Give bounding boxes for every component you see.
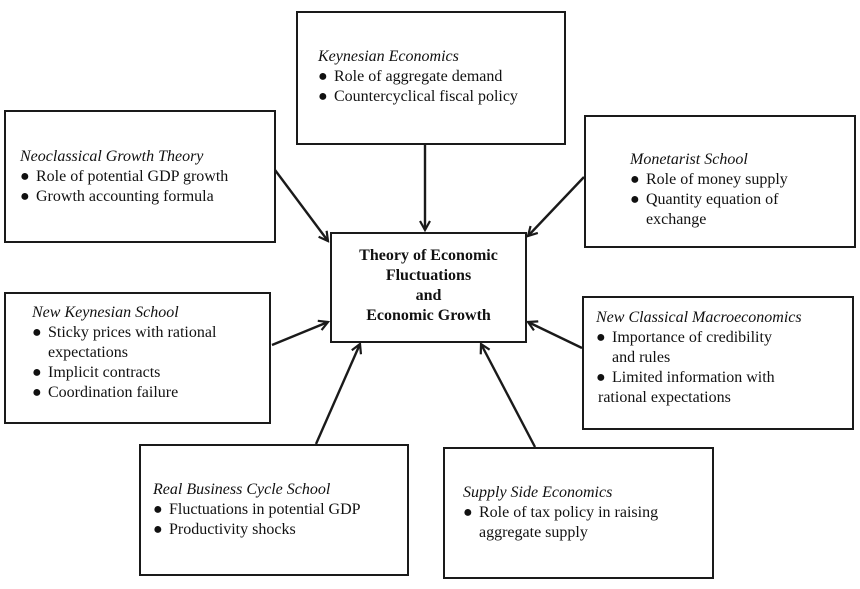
monetarist-school-box: Monetarist School ●Role of money supply … [584,115,856,248]
bullet-icon: ● [32,324,42,341]
list-item: ●Coordination failure [32,384,179,401]
center-line: and [415,287,442,304]
list-item: ●Growth accounting formula [20,188,214,205]
bullet-icon: ● [630,191,640,208]
bullet-icon: ● [153,501,163,518]
box-title: Keynesian Economics [318,48,459,65]
supply-side-economics-box: Supply Side Economics ●Role of tax polic… [443,447,714,579]
bullet-icon: ● [20,188,30,205]
bullet-icon: ● [318,68,328,85]
keynesian-economics-box: Keynesian Economics ●Role of aggregate d… [296,11,566,145]
center-line: Theory of Economic [359,247,498,264]
arrow-rbc [314,344,360,445]
neoclassical-growth-theory-box: Neoclassical Growth Theory ●Role of pote… [4,110,276,243]
bullet-icon: ● [596,329,606,346]
box-title: Supply Side Economics [463,484,613,501]
box-title: Monetarist School [630,151,748,168]
bullet-icon: ● [32,384,42,401]
real-business-cycle-school-box: Real Business Cycle School ●Fluctuations… [139,444,409,576]
bullet-icon: ● [32,364,42,381]
arrow-new-keynesian [271,322,328,347]
bullet-icon: ● [318,88,328,105]
arrow-new-classical [528,322,583,350]
box-title: New Classical Macroeconomics [596,309,802,326]
list-item: ●Role of money supply [630,171,788,188]
new-keynesian-school-box: New Keynesian School ●Sticky prices with… [4,292,271,424]
box-title: New Keynesian School [32,304,179,321]
list-item: ●Countercyclical fiscal policy [318,88,518,105]
list-item: ●Role of aggregate demand [318,68,503,85]
bullet-icon: ● [153,521,163,538]
arrow-monetarist [528,176,585,236]
bullet-icon: ● [463,504,473,521]
bullet-icon: ● [20,168,30,185]
bullet-icon: ● [596,369,606,386]
list-item: ●Productivity shocks [153,521,296,538]
list-item: ●Implicit contracts [32,364,161,381]
central-theory-box: Theory of Economic Fluctuations and Econ… [330,232,527,343]
center-line: Fluctuations [385,267,472,284]
box-title: Real Business Cycle School [153,481,331,498]
bullet-icon: ● [630,171,640,188]
list-item: ●Fluctuations in potential GDP [153,501,361,518]
new-classical-macroeconomics-box: New Classical Macroeconomics ●Importance… [582,296,854,430]
arrow-neoclassical [274,169,328,241]
box-title: Neoclassical Growth Theory [20,148,204,165]
list-item: ●Role of potential GDP growth [20,168,229,185]
arrow-supply-side [481,344,537,448]
center-line: Economic Growth [366,307,491,324]
